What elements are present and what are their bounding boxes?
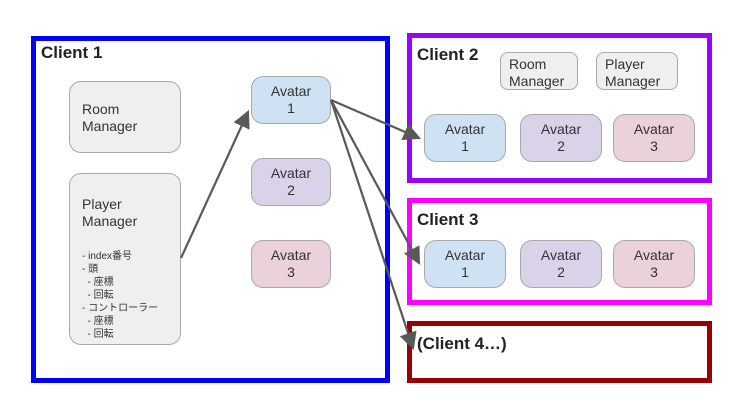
avatar-label: Avatar <box>540 247 582 263</box>
client2-room-manager-line1: Room <box>509 56 547 72</box>
arrow-avatar1-to-client3-avatar1 <box>330 99 421 265</box>
client1-player-manager-line2: Manager <box>82 213 138 229</box>
player-manager-details: - index番号 - 頭 - 座標 - 回転 - コントローラー - 座標 -… <box>82 250 180 341</box>
detail-line: - 座標 <box>82 277 114 288</box>
avatar-label: Avatar <box>633 121 675 137</box>
client1-player-manager: Player Manager - index番号 - 頭 - 座標 - 回転 -… <box>69 173 181 345</box>
client1-room-manager: Room Manager <box>69 81 181 153</box>
detail-line: - コントローラー <box>82 303 159 314</box>
avatar-label: Avatar <box>270 247 312 263</box>
avatar-number: 2 <box>557 264 565 280</box>
client2-player-manager: Player Manager <box>596 52 678 90</box>
detail-line: - 頭 <box>82 264 99 275</box>
avatar-label: Avatar <box>270 83 312 99</box>
client2-title: Client 2 <box>417 45 479 64</box>
client2-avatar-2: Avatar 2 <box>520 114 602 162</box>
client2-player-manager-line2: Manager <box>605 73 661 89</box>
detail-line: - 座標 <box>82 316 114 327</box>
avatar-label: Avatar <box>540 121 582 137</box>
client3-avatar-3: Avatar 3 <box>613 240 695 288</box>
avatar-label: Avatar <box>633 247 675 263</box>
detail-line: - 回転 <box>82 290 114 301</box>
detail-line: - index番号 <box>82 251 133 262</box>
client2-room-manager: Room Manager <box>500 52 578 90</box>
client4-frame <box>407 321 712 383</box>
arrow-player-manager-to-avatar1 <box>180 110 250 259</box>
client1-title: Client 1 <box>41 43 103 62</box>
avatar-number: 2 <box>287 182 295 198</box>
detail-line: - 回転 <box>82 329 114 340</box>
client1-avatar-3: Avatar 3 <box>251 240 331 288</box>
client1-room-manager-line2: Manager <box>82 118 138 134</box>
client1-player-manager-line1: Player <box>82 196 122 212</box>
client2-avatar-3: Avatar 3 <box>613 114 695 162</box>
client4-title: (Client 4…) <box>417 334 507 353</box>
client3-title: Client 3 <box>417 210 479 229</box>
avatar-number: 2 <box>557 138 565 154</box>
client1-frame <box>31 36 390 383</box>
client2-room-manager-line2: Manager <box>509 73 565 89</box>
client3-avatar-2: Avatar 2 <box>520 240 602 288</box>
client2-player-manager-line1: Player <box>605 56 645 72</box>
client2-avatar-1: Avatar 1 <box>424 114 506 162</box>
arrow-avatar1-to-client2-avatar1 <box>330 98 422 140</box>
client1-avatar-2: Avatar 2 <box>251 158 331 206</box>
client3-avatar-1: Avatar 1 <box>424 240 506 288</box>
client1-room-manager-line1: Room <box>82 101 120 117</box>
avatar-number: 1 <box>461 264 469 280</box>
arrow-avatar1-to-client4 <box>329 99 417 351</box>
avatar-label: Avatar <box>444 247 486 263</box>
avatar-number: 3 <box>287 264 295 280</box>
client1-avatar-1: Avatar 1 <box>251 76 331 124</box>
avatar-number: 1 <box>287 100 295 116</box>
avatar-number: 3 <box>650 138 658 154</box>
avatar-label: Avatar <box>444 121 486 137</box>
client2-frame <box>407 33 712 183</box>
avatar-number: 1 <box>461 138 469 154</box>
avatar-number: 3 <box>650 264 658 280</box>
avatar-label: Avatar <box>270 165 312 181</box>
